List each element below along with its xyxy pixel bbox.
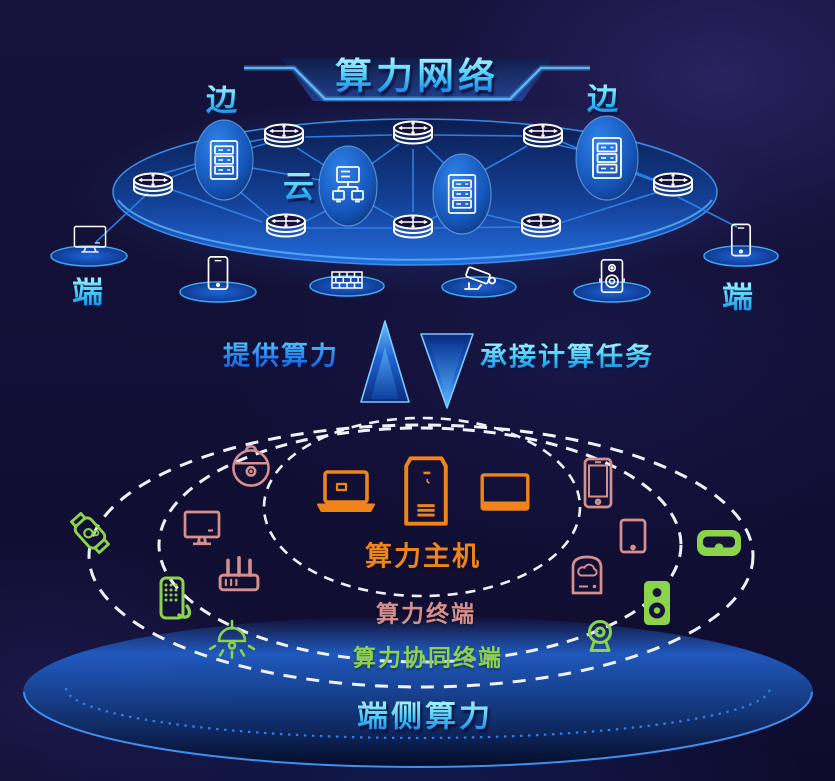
edge-device-platforms xyxy=(50,245,779,303)
arrow-down-inner xyxy=(430,344,464,398)
computing-host-label: 算力主机 xyxy=(365,541,481,573)
banner-line xyxy=(244,66,590,101)
ring-host xyxy=(262,416,582,598)
cloud-platform-rim xyxy=(112,118,718,266)
laptop-icon xyxy=(316,470,376,513)
smartwatch-icon xyxy=(67,509,113,557)
provide-computing-label: 提供算力 xyxy=(223,340,339,372)
wifi-router-icon xyxy=(218,555,260,592)
title-banner xyxy=(244,57,590,102)
cloud-topology-node xyxy=(318,145,378,227)
cloud-network-section xyxy=(50,95,779,303)
smartphone-icon xyxy=(583,457,613,509)
device-platform xyxy=(50,245,128,267)
smart-speaker-icon xyxy=(644,581,670,625)
device-side-computing-label: 端侧算力 xyxy=(357,698,493,735)
portable-drive-icon xyxy=(571,555,603,595)
vr-headset-icon xyxy=(697,530,741,556)
server-node xyxy=(194,119,254,201)
arrow-up-inner xyxy=(371,347,399,399)
tower-pc-icon xyxy=(404,456,448,526)
floor-rim xyxy=(23,691,813,768)
cloud-platform xyxy=(113,119,717,265)
edge-label-left: 边 xyxy=(206,82,238,119)
server-node xyxy=(432,153,492,235)
exchange-arrows xyxy=(360,320,474,409)
ring-collaborative xyxy=(87,423,755,689)
server-node xyxy=(575,115,639,201)
tablet-icon xyxy=(619,518,647,554)
terminal-rings-section xyxy=(67,416,755,689)
ring-terminal xyxy=(157,426,683,664)
device-platform xyxy=(703,245,779,267)
device-platform xyxy=(573,281,651,303)
cloud-label: 云 xyxy=(283,169,315,206)
terminal-label-left: 端 xyxy=(72,274,104,311)
floor-dotted-ring xyxy=(64,687,772,740)
page-title: 算力网络 xyxy=(335,54,499,98)
computing-terminal-label: 算力终端 xyxy=(376,601,476,628)
desktop-monitor-icon xyxy=(183,510,221,546)
terminal-label-right: 端 xyxy=(722,279,754,316)
device-platform xyxy=(179,281,257,303)
banner-plate xyxy=(281,57,554,101)
cloud-platform-edge xyxy=(117,199,713,261)
collaborative-terminal-label: 算力协同终端 xyxy=(353,645,503,672)
edge-label-right: 边 xyxy=(587,81,619,118)
display-icon xyxy=(480,473,530,511)
undertake-tasks-label: 承接计算任务 xyxy=(480,341,654,373)
bottom-platform xyxy=(23,616,813,768)
server-nodes xyxy=(194,115,639,235)
